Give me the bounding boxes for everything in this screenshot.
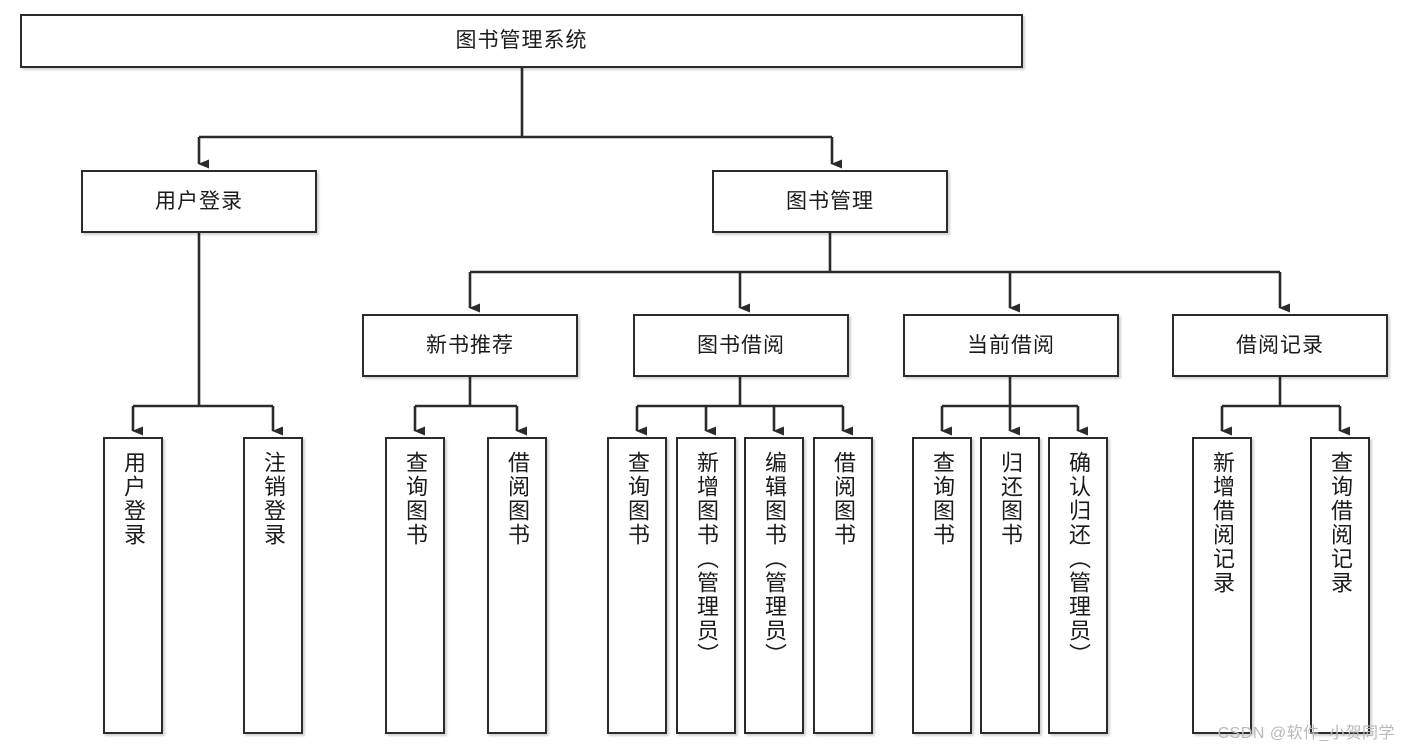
node-book-management-label: 图书管理 [786,189,874,213]
leaf-edit-book-admin[interactable]: 编辑图书（管理员） [744,437,804,734]
node-new-book-recommend[interactable]: 新书推荐 [362,314,578,377]
leaf-add-borrow-record[interactable]: 新增借阅记录 [1192,437,1252,734]
node-user-login[interactable]: 用户登录 [81,170,317,233]
leaf-borrow-book-recommend-label: 借阅图书 [504,451,530,547]
leaf-return-book-label: 归还图书 [997,451,1023,547]
leaf-add-borrow-record-label: 新增借阅记录 [1209,451,1235,595]
node-root-label: 图书管理系统 [455,29,588,53]
leaf-query-book-current-label: 查询图书 [929,451,955,547]
node-borrow-record-label: 借阅记录 [1236,333,1324,357]
leaf-query-book-borrow-label: 查询图书 [624,451,650,547]
node-root[interactable]: 图书管理系统 [20,14,1023,68]
leaf-user-login-label: 用户登录 [120,451,146,547]
leaf-borrow-book[interactable]: 借阅图书 [813,437,873,734]
node-user-login-label: 用户登录 [155,189,243,213]
leaf-query-borrow-record[interactable]: 查询借阅记录 [1310,437,1370,734]
leaf-edit-book-admin-label: 编辑图书（管理员） [761,451,787,667]
node-new-book-recommend-label: 新书推荐 [426,333,514,357]
leaf-return-book[interactable]: 归还图书 [980,437,1040,734]
node-current-borrow[interactable]: 当前借阅 [903,314,1119,377]
leaf-user-login[interactable]: 用户登录 [103,437,163,734]
leaf-confirm-return-admin-label: 确认归还（管理员） [1065,451,1091,667]
leaf-logout[interactable]: 注销登录 [243,437,303,734]
node-book-borrow[interactable]: 图书借阅 [633,314,849,377]
leaf-borrow-book-label: 借阅图书 [830,451,856,547]
leaf-add-book-admin-label: 新增图书（管理员） [693,451,719,667]
leaf-query-book-recommend-label: 查询图书 [402,451,428,547]
node-book-management[interactable]: 图书管理 [712,170,948,233]
leaf-query-book-recommend[interactable]: 查询图书 [385,437,445,734]
leaf-logout-label: 注销登录 [260,451,286,547]
leaf-query-borrow-record-label: 查询借阅记录 [1327,451,1353,595]
leaf-borrow-book-recommend[interactable]: 借阅图书 [487,437,547,734]
leaf-add-book-admin[interactable]: 新增图书（管理员） [676,437,736,734]
node-book-borrow-label: 图书借阅 [697,333,785,357]
node-borrow-record[interactable]: 借阅记录 [1172,314,1388,377]
leaf-confirm-return-admin[interactable]: 确认归还（管理员） [1048,437,1108,734]
leaf-query-book-borrow[interactable]: 查询图书 [607,437,667,734]
node-current-borrow-label: 当前借阅 [967,333,1055,357]
leaf-query-book-current[interactable]: 查询图书 [912,437,972,734]
